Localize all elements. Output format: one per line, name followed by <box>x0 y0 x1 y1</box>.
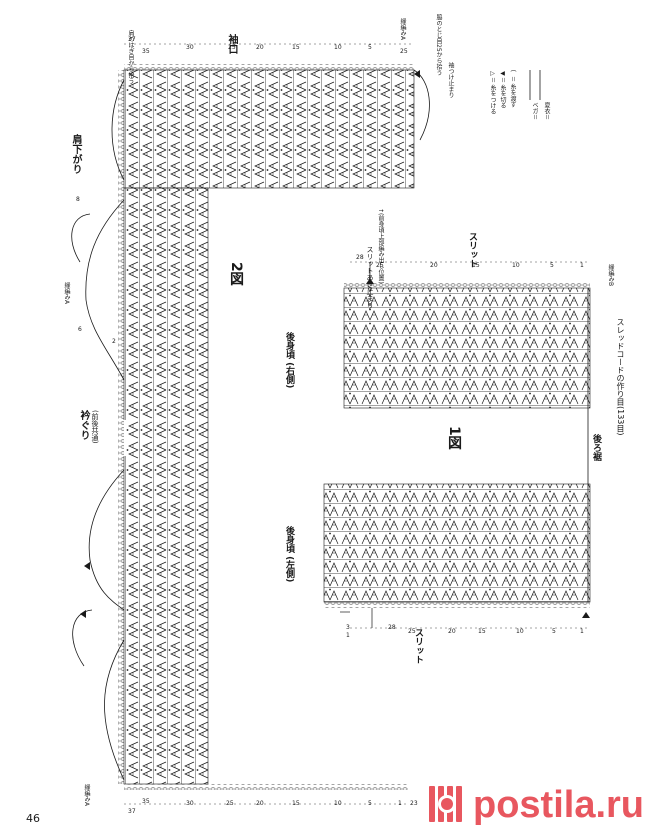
row-23: 23 <box>410 800 418 807</box>
col-num: 1 <box>580 628 584 635</box>
neckline-note: (前後共通) <box>91 410 99 444</box>
row-num: 5 <box>368 800 372 807</box>
row-num: 15 <box>292 44 300 51</box>
knit-a-left: 縁編みA <box>63 282 70 305</box>
row-6: 6 <box>78 326 82 333</box>
neckline-label: 衿ぐり <box>78 410 89 440</box>
postila-logo-icon <box>429 786 462 822</box>
row-num: 20 <box>256 44 264 51</box>
fig1-back-body <box>323 282 591 608</box>
pass-icon: ⌒ <box>509 70 516 76</box>
row-num: 25 <box>228 44 236 51</box>
row-num: 1 <box>398 800 402 807</box>
sleeve-pickup-note: 脇のとじ目25から拾う <box>435 14 442 76</box>
row-num: 10 <box>334 800 342 807</box>
legend-attach-text: ＝ 糸をつける <box>489 77 496 115</box>
knit-a-top: 縁編みA <box>399 18 406 41</box>
foundation-note: スレッドコードの作り目(133目) <box>616 318 625 436</box>
legend-color-lines <box>529 70 541 100</box>
row-8: 8 <box>76 196 80 203</box>
row-num: 5 <box>368 44 372 51</box>
row-num: 37 <box>128 36 136 43</box>
back-body-left-label: 後身頃 (左側) <box>284 526 294 583</box>
knit-a-bottom: 縁編みA <box>83 784 90 807</box>
cut-icon: ◀ <box>499 70 506 77</box>
row-num: 30 <box>186 800 194 807</box>
page-number: 46 <box>26 812 40 825</box>
watermark: postila.ru <box>425 780 655 830</box>
armhole-label: 袖口 <box>226 34 237 54</box>
slit-label-bottom: スリット <box>413 628 423 664</box>
col-num: 20 <box>448 628 456 635</box>
col-num: 10 <box>512 262 520 269</box>
shoulder-pickup-note: 肩のはぎ目から拾う <box>127 30 134 84</box>
row-num: 35 <box>142 798 150 805</box>
slit-end-note: スリットあき止まり <box>366 246 374 309</box>
row-2: 2 <box>112 338 116 345</box>
legend-pass-text: ＝ 糸を渡す <box>509 76 516 108</box>
legend-color-vega: ベガ＝ <box>530 102 539 120</box>
fig2-body-upper <box>86 64 415 790</box>
legend: ▷＝ 糸をつける ◀＝ 糸を切る ⌒＝ 糸を渡す <box>488 70 548 140</box>
col-num: 15 <box>478 628 486 635</box>
row-num: 10 <box>334 44 342 51</box>
row-3: 3 <box>346 624 350 631</box>
row-num: 30 <box>186 44 194 51</box>
fig1-ticks <box>350 261 590 629</box>
sleeve-end-note: 袖つけ止まり <box>447 62 454 98</box>
row-num: 37 <box>128 808 136 815</box>
legend-color-natsui-name: 夏衣 <box>543 102 550 114</box>
row-num: 15 <box>292 800 300 807</box>
col-num: 28 <box>388 624 396 631</box>
row-num: 25 <box>226 800 234 807</box>
thread-markers <box>80 70 590 618</box>
legend-cut: ◀＝ 糸を切る <box>498 70 507 109</box>
fig2-label: 2図 <box>228 262 244 286</box>
col-num: 15 <box>472 262 480 269</box>
row-25b: 25 <box>400 48 408 55</box>
col-num: 25 <box>408 628 416 635</box>
col-num: 28 <box>356 254 364 261</box>
col-num: 5 <box>550 262 554 269</box>
legend-color-vega-name: ベガ <box>531 102 538 114</box>
attach-icon: ▷ <box>489 70 496 77</box>
legend-color-natsui: 夏衣＝ <box>542 102 551 120</box>
row-num: 35 <box>142 48 150 55</box>
legend-cut-text: ＝ 糸を切る <box>499 77 506 109</box>
watermark-text: postila.ru <box>473 784 645 826</box>
slit-label-top: スリット <box>467 232 477 268</box>
shoulder-drop-label: 肩下がり <box>70 134 81 174</box>
back-hem-label: 後ろ裾 <box>591 434 601 461</box>
legend-color-vega-eq: ＝ <box>531 114 538 121</box>
legend-color-natsui-eq: ＝ <box>543 114 550 121</box>
col-num: 10 <box>516 628 524 635</box>
back-body-right-label: 後身頃 (右側) <box>284 332 294 389</box>
knit-b: 縁編みB <box>607 264 614 287</box>
fig2-neckline-curves <box>71 69 430 781</box>
col-num: 20 <box>430 262 438 269</box>
legend-attach: ▷＝ 糸をつける <box>488 70 497 115</box>
fig1-label: 1図 <box>446 426 462 450</box>
col-num: 5 <box>552 628 556 635</box>
col-num: 1 <box>580 262 584 269</box>
body-top-note: ↑(前身頃上部編み出し位置) <box>377 208 384 284</box>
row-1: 1 <box>346 632 350 639</box>
col-num: 25 <box>376 262 384 269</box>
row-num: 20 <box>256 800 264 807</box>
legend-pass: ⌒＝ 糸を渡す <box>508 70 517 108</box>
